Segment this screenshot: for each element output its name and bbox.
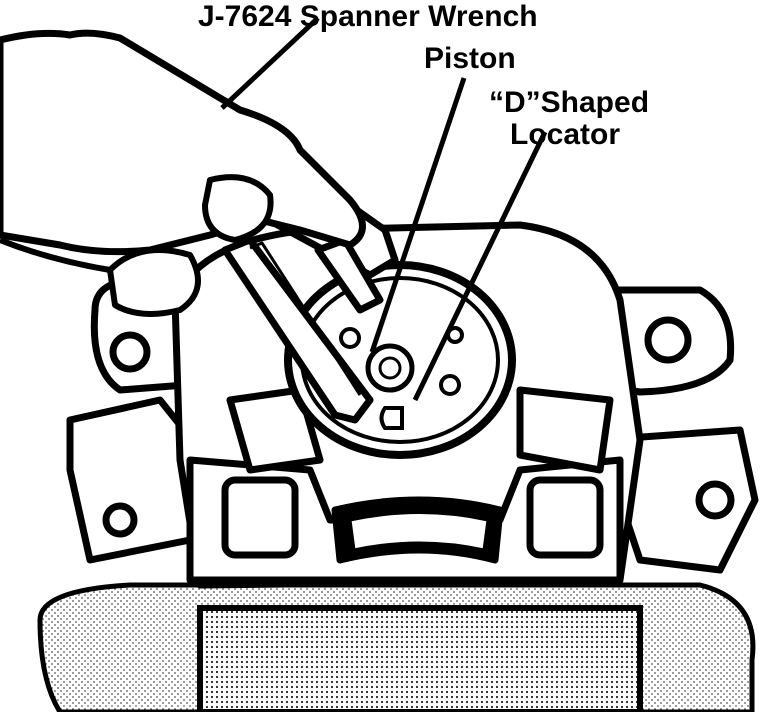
hand: [0, 29, 366, 317]
brake-rotor: [37, 582, 756, 712]
spanner-wrench-label: J-7624 Spanner Wrench: [198, 0, 538, 33]
callout-lines: [220, 16, 548, 402]
piston-label: Piston: [424, 42, 516, 75]
d-shaped-label-line2: Locator: [510, 118, 621, 151]
d-shaped-label-line1: “D”Shaped: [489, 86, 650, 119]
